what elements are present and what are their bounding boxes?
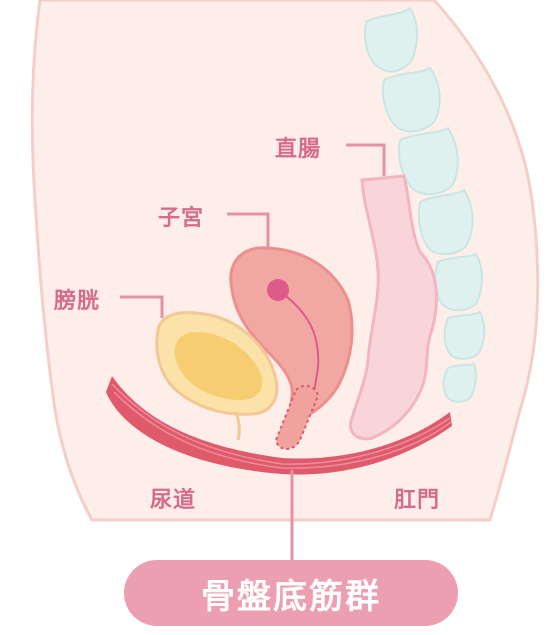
pelvic-floor-muscle [106, 376, 452, 475]
muscle-fibers [111, 383, 452, 469]
pelvic-floor-title-badge: 骨盤底筋群 [124, 560, 458, 626]
uterine-canal [285, 295, 320, 393]
vagina [274, 384, 320, 450]
pelvic-floor-title: 骨盤底筋群 [201, 576, 381, 617]
spine [364, 6, 486, 403]
bladder-label: 膀胱 [54, 289, 101, 314]
uterus-cavity [267, 279, 289, 301]
uterus-leader-line [227, 212, 270, 250]
bladder-urine [174, 332, 263, 400]
rectum [349, 174, 438, 441]
urethra-tube [234, 411, 241, 441]
vertebra [364, 6, 418, 73]
rectum-leader-line [346, 143, 386, 176]
uterus-label: 子宮 [158, 206, 205, 231]
leader-lines [120, 143, 386, 560]
vertebra [434, 252, 483, 312]
vertebra [417, 188, 474, 256]
uterus [229, 246, 354, 423]
rectum-label: 直腸 [275, 137, 322, 162]
vertebra [443, 310, 486, 360]
vertebra [442, 362, 478, 403]
urethra-label: 尿道 [150, 488, 197, 513]
bladder-leader-line [120, 295, 164, 318]
anus-label: 肛門 [394, 488, 441, 513]
vertebra [382, 66, 441, 133]
